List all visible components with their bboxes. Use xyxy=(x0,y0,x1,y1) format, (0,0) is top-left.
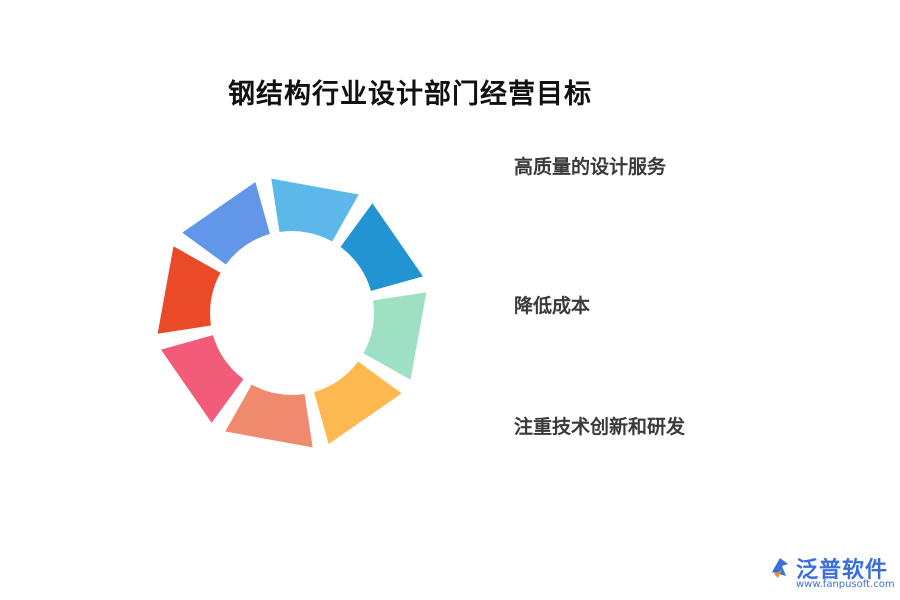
logo-mark-icon xyxy=(772,558,788,578)
goal-item-3: 注重技术创新和研发 xyxy=(514,416,686,438)
ring-segment-4 xyxy=(314,361,402,444)
goal-item-2: 降低成本 xyxy=(514,295,591,317)
logo-brand-text: 泛普软件 xyxy=(796,558,889,583)
ring-segment-5 xyxy=(225,384,313,448)
ring-svg xyxy=(157,178,427,448)
ring-segment-1 xyxy=(271,178,359,242)
goal-item-1: 高质量的设计服务 xyxy=(514,156,667,178)
segmented-ring-diagram xyxy=(150,176,435,451)
page-title: 钢结构行业设计部门经营目标 xyxy=(228,79,592,110)
logo-url-text: www.fanpusoft.com xyxy=(796,579,895,590)
ring-segment-8 xyxy=(182,182,270,265)
brand-logo: 泛普软件 www.fanpusoft.com xyxy=(768,552,895,596)
ring-segment-2 xyxy=(340,203,423,291)
ring-segment-7 xyxy=(157,246,221,334)
ring-segment-6 xyxy=(161,335,244,423)
ring-segment-3 xyxy=(363,292,427,380)
